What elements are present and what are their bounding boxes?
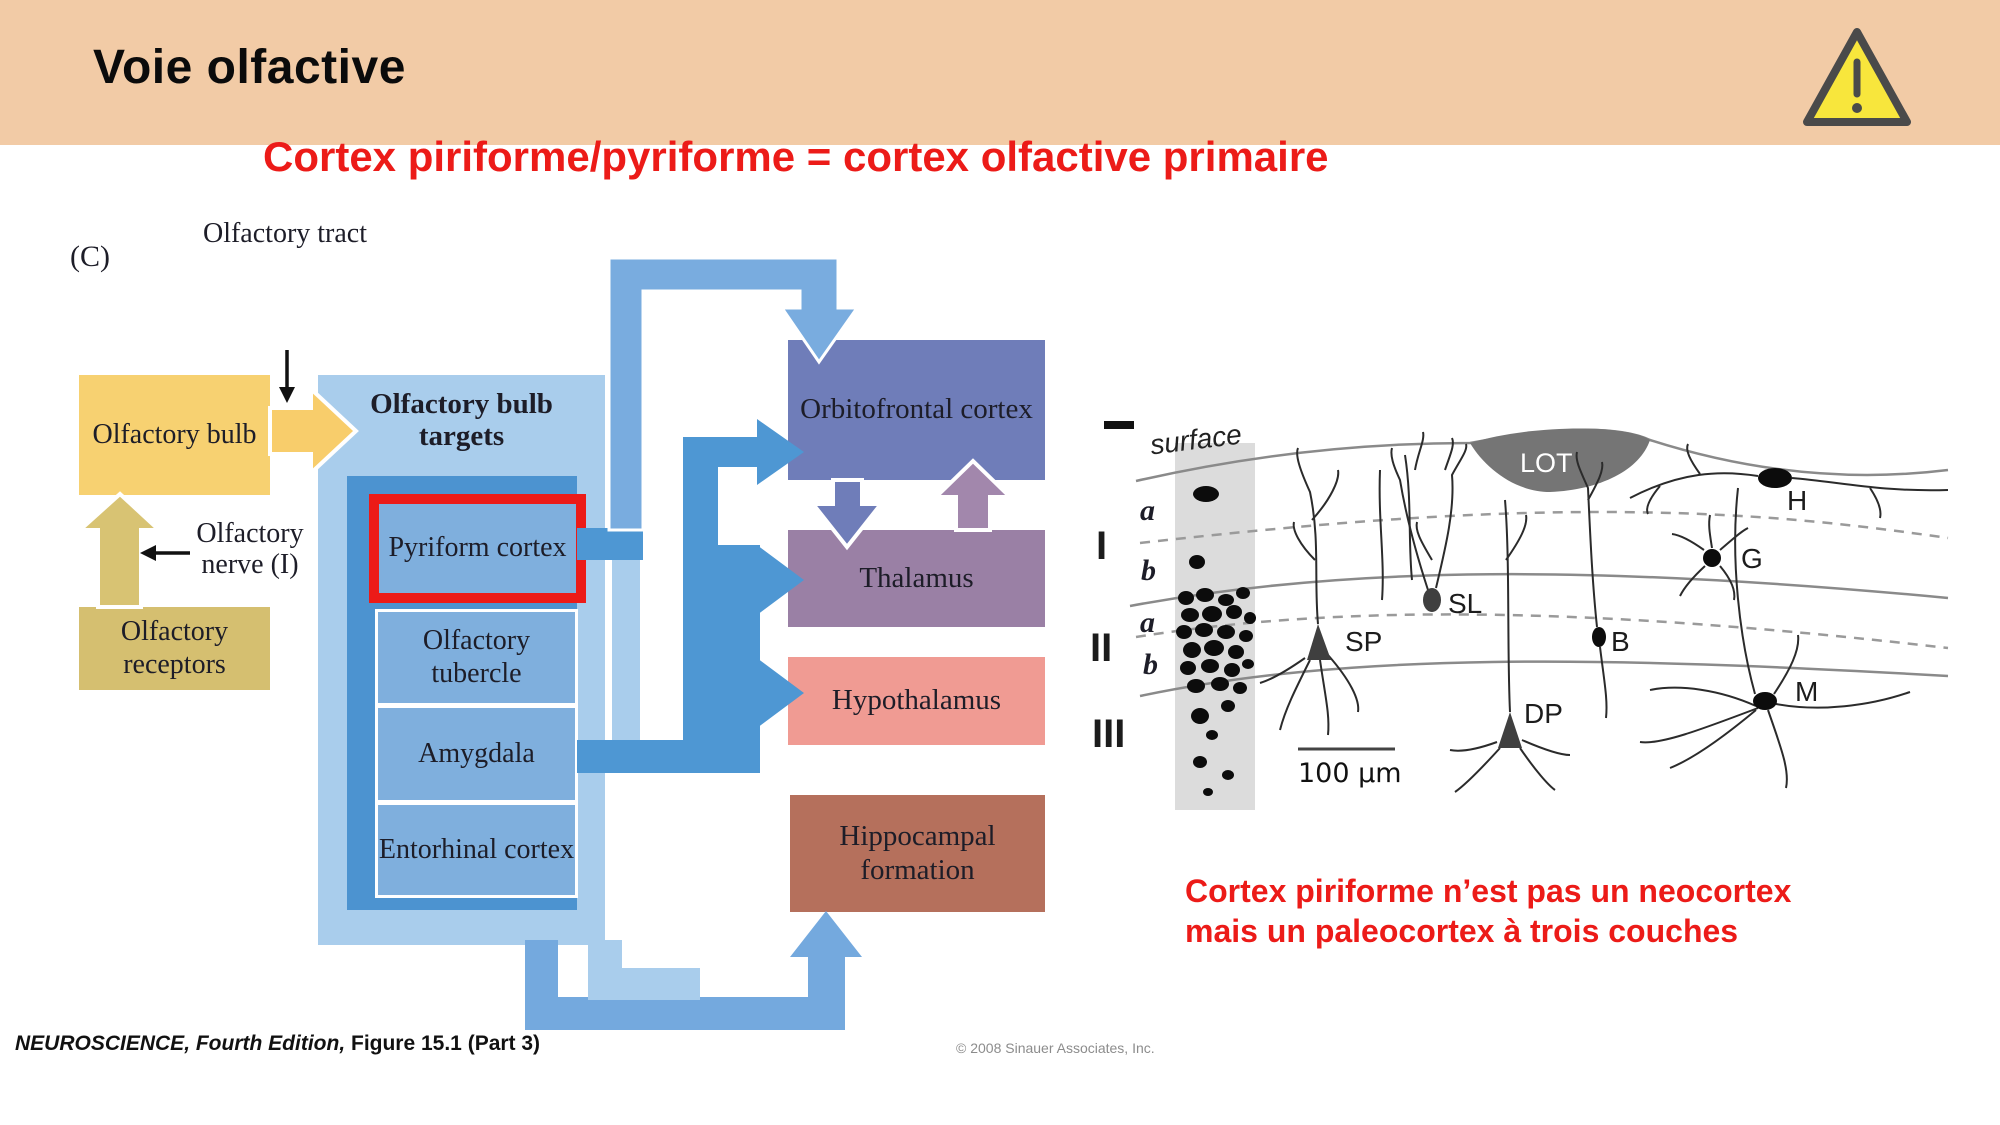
panel-label: (C) [70,240,110,273]
nissl-column [1175,443,1255,810]
box-amygdala: Amygdala [378,708,575,800]
cell-G-label: G [1741,543,1763,574]
warning-icon [1803,28,1911,126]
headline: Cortex piriforme/pyriforme = cortex olfa… [263,133,1329,180]
box-pyriform-cortex-label: Pyriform cortex [388,532,567,564]
layer-III-label: III [1092,712,1126,756]
light-channel [612,530,640,770]
box-hypothalamus: Hypothalamus [788,657,1045,745]
cell-SL-label: SL [1448,588,1483,619]
arrow-targets-outputs [577,419,804,773]
surface-label: surface [1148,418,1244,461]
header-band [0,0,2000,145]
box-hippocampal-formation-label: Hippocampal formation [839,820,996,886]
targets-title: Olfactory bulb targets [370,388,553,453]
histology-figure [1104,421,1949,810]
box-hippocampal-formation: Hippocampal formation [790,795,1045,912]
note-line-2: mais un paleocortex à trois couches [1185,913,1739,949]
box-olfactory-bulb: Olfactory bulb [79,375,270,495]
box-amygdala-label: Amygdala [418,737,535,769]
figure-credit-source: NEUROSCIENCE, Fourth Edition, [15,1032,346,1055]
note-line-1: Cortex piriforme n’est pas un neocortex [1185,873,1792,909]
box-thalamus: Thalamus [788,530,1045,627]
layer-Ia-Ib-dashed [1139,510,1949,545]
scale-label: 100 μm [1298,758,1402,789]
olfactory-tract-label: Olfactory tract [202,218,368,249]
copyright-notice: © 2008 Sinauer Associates, Inc. [956,1040,1155,1056]
layer-II-III-line [1139,660,1949,698]
sublayer-Ia-label: a [1140,494,1155,527]
box-thalamus-label: Thalamus [859,561,974,594]
cell-SP-label: SP [1345,626,1383,657]
arrow-receptors-to-bulb [74,491,165,609]
box-entorhinal-cortex-label: Entorhinal cortex [378,833,575,865]
tick-mark [1104,421,1134,429]
cell-H-label: H [1787,485,1808,516]
sublayer-IIb-label: b [1143,648,1158,681]
box-orbitofrontal-cortex: Orbitofrontal cortex [788,340,1045,480]
cell-B-label: B [1611,626,1630,657]
tract-arrow [279,350,295,403]
box-entorhinal-cortex: Entorhinal cortex [378,805,575,895]
box-olfactory-tubercle-label: Olfactory tubercle [422,625,531,689]
figure-credit: NEUROSCIENCE, Fourth Edition, Figure 15.… [15,1032,540,1056]
cell-M-label: M [1795,676,1819,707]
layer-II-label: II [1090,626,1113,670]
lot-label: LOT [1520,448,1573,478]
figure-credit-number: Figure 15.1 (Part 3) [345,1032,541,1055]
arrow-to-orbitofrontal [683,419,804,485]
layer-I-label: I [1096,524,1108,568]
box-olfactory-receptors-label: Olfactory receptors [120,616,229,680]
light-bottom-elbow [588,940,700,1000]
box-hypothalamus-label: Hypothalamus [831,684,1002,717]
box-olfactory-bulb-label: Olfactory bulb [92,418,257,450]
box-orbitofrontal-cortex-label: Orbitofrontal cortex [800,393,1033,426]
layer-IIa-IIb-dashed [1135,613,1949,650]
cell-DP-label: DP [1524,698,1563,729]
box-pyriform-cortex: Pyriform cortex [369,494,586,603]
sublayer-Ib-label: b [1141,554,1156,587]
nissl-cells [1176,486,1256,796]
box-olfactory-receptors: Olfactory receptors [79,607,270,690]
layer-I-II-line [1129,572,1949,608]
olfactory-nerve-label: Olfactory nerve (I) [196,518,304,581]
neuron-dendrites [1259,431,1949,793]
page-title: Voie olfactive [93,41,406,94]
sublayer-IIa-label: a [1140,606,1155,639]
box-olfactory-tubercle: Olfactory tubercle [378,612,575,703]
